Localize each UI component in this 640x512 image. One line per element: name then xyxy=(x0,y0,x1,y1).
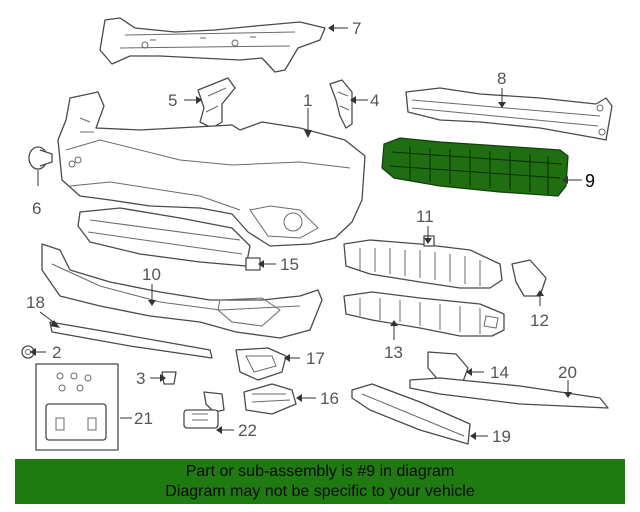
callout-8: 8 xyxy=(497,69,506,88)
part-1-bumper-fascia xyxy=(57,91,366,247)
callout-18: 18 xyxy=(26,293,45,312)
leader-lines xyxy=(30,24,582,440)
part-10-lower-fascia xyxy=(41,243,323,339)
callout-7: 7 xyxy=(352,19,361,38)
banner-line-1: Part or sub-assembly is #9 in diagram xyxy=(185,463,455,480)
part-15-clip xyxy=(245,257,261,271)
part-22-sensor xyxy=(183,391,225,429)
callout-9: 9 xyxy=(585,171,595,191)
part-18-strip xyxy=(49,321,213,359)
part-16-fog-bezel xyxy=(243,383,297,415)
part-17-fog-bezel xyxy=(235,347,287,381)
callout-19: 19 xyxy=(492,427,511,446)
part-20-skid-strip xyxy=(409,377,609,409)
callout-5: 5 xyxy=(168,91,177,110)
part-8-reinforcement xyxy=(405,87,613,141)
callout-15: 15 xyxy=(280,255,299,274)
part-3-pushpin xyxy=(161,371,177,385)
part-13-lower-grille xyxy=(343,291,505,337)
callout-3: 3 xyxy=(136,369,145,388)
parts-diagram: 1 2 3 4 5 6 7 8 9 10 11 12 13 14 15 16 1… xyxy=(21,17,613,451)
part-11-upper-grille xyxy=(343,235,503,289)
callout-14: 14 xyxy=(490,363,509,382)
callout-11: 11 xyxy=(416,207,434,226)
part-7-upper-bracket xyxy=(99,17,326,73)
callout-20: 20 xyxy=(558,363,577,382)
callout-10: 10 xyxy=(142,265,161,284)
callout-numbers: 1 2 3 4 5 6 7 8 9 10 11 12 13 14 15 16 1… xyxy=(26,19,595,446)
part-5-bracket xyxy=(197,77,236,129)
callout-12: 12 xyxy=(530,311,549,330)
info-banner: Part or sub-assembly is #9 in diagram Di… xyxy=(15,459,625,504)
callout-17: 17 xyxy=(306,349,325,368)
part-12-bracket xyxy=(511,259,547,297)
banner-line-2: Diagram may not be specific to your vehi… xyxy=(165,483,475,500)
callout-21: 21 xyxy=(134,409,153,428)
callout-4: 4 xyxy=(370,91,379,110)
callout-2: 2 xyxy=(52,343,61,362)
part-9-energy-absorber xyxy=(381,137,569,197)
callout-13: 13 xyxy=(384,343,403,362)
part-19-skid-plate xyxy=(351,383,471,445)
part-6-tow-cap xyxy=(28,146,53,186)
part-4-bracket xyxy=(329,79,353,129)
callout-22: 22 xyxy=(238,421,257,440)
part-21-hardware-kit xyxy=(35,363,119,451)
callout-6: 6 xyxy=(32,199,41,218)
fascia-grille-insert xyxy=(77,207,251,267)
callout-1: 1 xyxy=(303,91,312,110)
callout-16: 16 xyxy=(320,389,339,408)
